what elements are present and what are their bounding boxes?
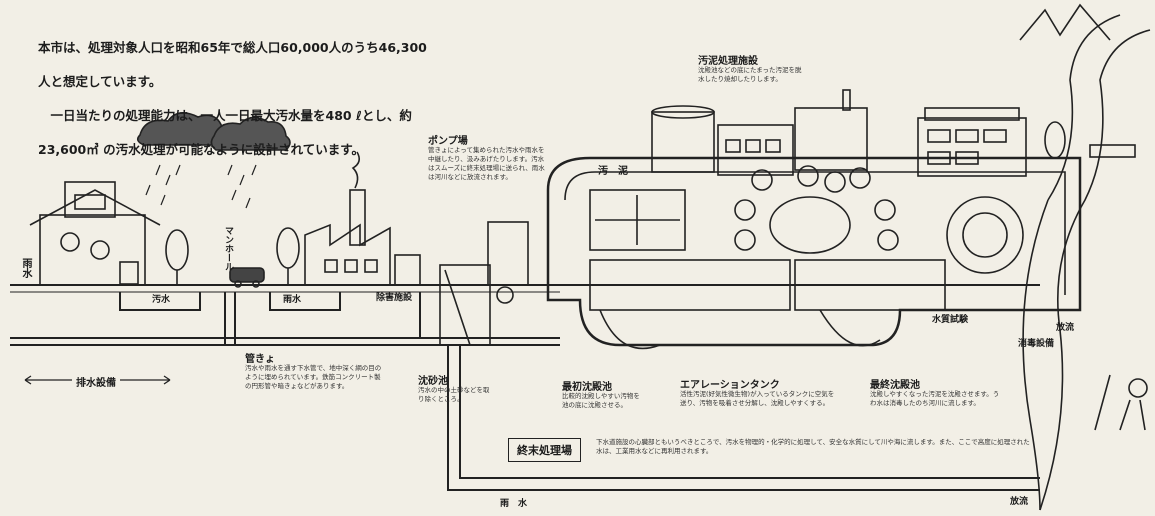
rain-drops xyxy=(145,164,257,209)
tree-2 xyxy=(276,227,300,285)
treatment-plant xyxy=(546,89,1082,350)
usui-bottom-label: 雨 水 xyxy=(500,499,528,509)
mountains xyxy=(1019,3,1111,41)
horyu-label-1: 放流 xyxy=(1056,323,1075,333)
intro-text: 本市は、処理対象人口を昭和65年で総人口60,000人のうち46,300 人と想… xyxy=(38,22,498,175)
shodoku-label: 消毒設備 xyxy=(1018,339,1055,349)
odei-title: 汚泥処理施設 xyxy=(698,56,758,67)
label-jogai: 除害施設 xyxy=(376,293,413,303)
saishu-desc: 沈殿しやすくなった汚泥を沈殿させます。うわ水は消毒したのち河川に流します。 xyxy=(870,390,1000,407)
chinsa-desc: 汚水の中の土砂などを取り除くところ。 xyxy=(418,386,490,403)
label-usui-house: 雨水 xyxy=(20,258,31,278)
saishu-title: 最終沈殿池 xyxy=(870,380,920,391)
pump-title: ポンプ場 xyxy=(428,136,468,147)
aeration-title: エアレーションタンク xyxy=(680,380,780,391)
fisherman xyxy=(1094,374,1148,431)
tree-1 xyxy=(165,229,189,285)
odei-desc: 沈殿池などの底にたまった汚泥を脱水したり焼却したりします。 xyxy=(698,66,802,83)
hosui-label: 排水設備 xyxy=(72,374,120,389)
kankyo-title: 管きょ xyxy=(245,354,275,365)
label-osui-pipe: 汚水 xyxy=(152,295,171,305)
saisho-desc: 比較的沈殿しやすい汚物を池の底に沈殿させる。 xyxy=(562,392,640,409)
car xyxy=(229,267,265,288)
shumatsu-desc: 下水道施設の心臓部ともいうべきところで、汚水を物理的・化学的に処理して、安全な水… xyxy=(596,438,1030,455)
pump-station xyxy=(439,221,529,346)
intro-line-4: 23,600㎥ の汚水処理が可能なように設計されています。 xyxy=(38,142,364,157)
label-usui-pipe: 雨水 xyxy=(283,295,302,305)
factory xyxy=(304,151,421,286)
saisho-title: 最初沈殿池 xyxy=(562,382,612,393)
intro-line-2: 人と想定しています。 xyxy=(38,74,162,89)
river xyxy=(1019,3,1151,511)
aeration-desc: 活性汚泥(好気性微生物)が入っているタンクに空気を送り、汚物を吸着させ分解し、沈… xyxy=(680,390,835,407)
shumatsu-box: 終末処理場 xyxy=(508,438,581,462)
suishitsu-label: 水質試験 xyxy=(932,315,969,325)
cloud-2 xyxy=(210,116,291,151)
sewer-pipes xyxy=(10,292,1040,491)
intro-line-3: 一日当たりの処理能力は、一人一日最大汚水量を480 ℓとし、約 xyxy=(38,108,412,123)
intro-line-1: 本市は、処理対象人口を昭和65年で総人口60,000人のうち46,300 xyxy=(38,40,427,55)
label-manhole: マンホール xyxy=(223,226,233,271)
kankyo-desc: 汚水や雨水を通す下水管で、地中深く網の目のように埋められています。鉄筋コンクリー… xyxy=(245,364,382,390)
horyu-label-2: 放流 xyxy=(1010,497,1029,507)
odei-pipe-label: 汚 泥 xyxy=(598,166,628,177)
cloud-1 xyxy=(136,112,232,146)
chinsa-title: 沈砂池 xyxy=(418,376,448,387)
pump-desc: 管きょによって集められた汚水や雨水を中継したり、汲みあげたりします。汚水はスムー… xyxy=(428,146,545,181)
house xyxy=(29,181,161,286)
